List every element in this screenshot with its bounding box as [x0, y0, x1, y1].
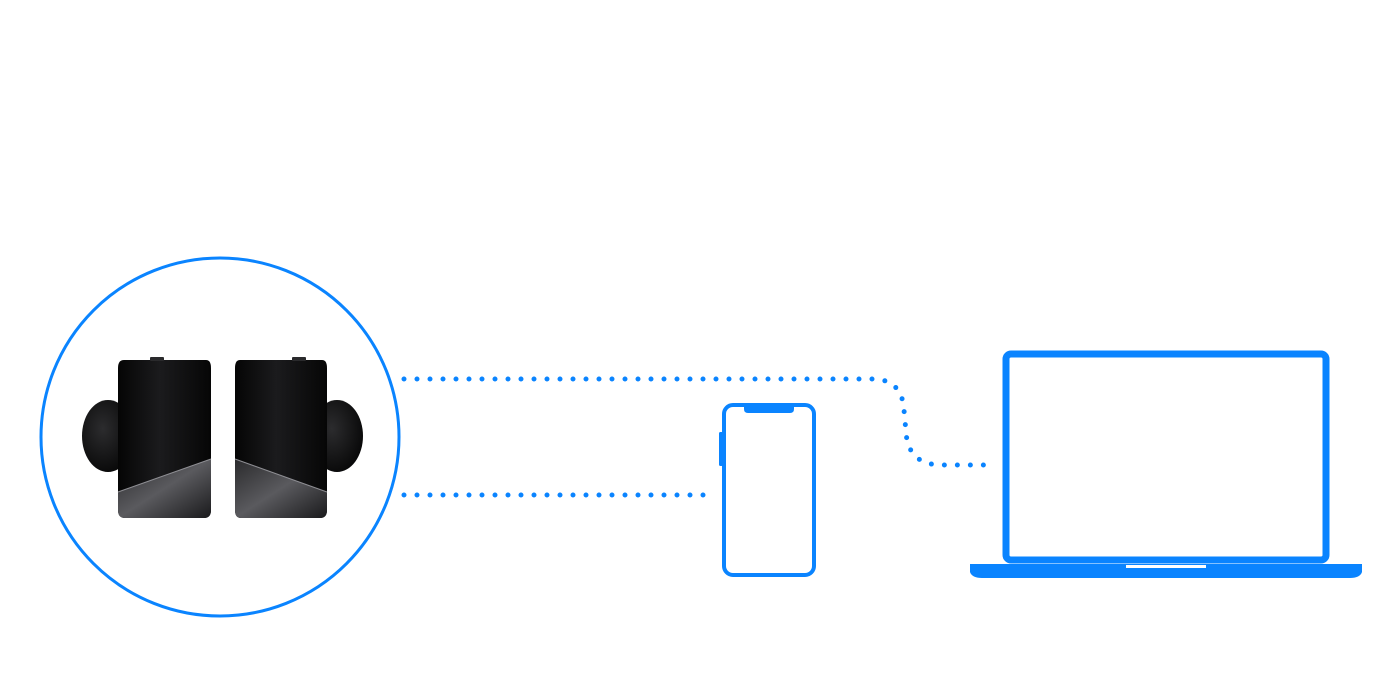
laptop-base: [970, 564, 1362, 578]
earbuds-node: [39, 256, 401, 618]
right-earbud-base: [235, 459, 327, 518]
left-earbud-base: [118, 459, 211, 518]
laptop-icon: [970, 350, 1362, 578]
phone-frame: [722, 403, 816, 577]
earbuds-circle: [39, 256, 401, 618]
phone-node: [719, 403, 816, 577]
phone-side-button: [719, 432, 723, 466]
laptop-screen: [1002, 350, 1330, 564]
laptop-node: [970, 350, 1362, 578]
connection-earbuds-laptop: [401, 376, 995, 468]
earbuds-icon: [82, 357, 363, 518]
laptop-trackpad-notch: [1126, 565, 1206, 568]
phone-notch: [744, 405, 794, 413]
smartphone-icon: [719, 403, 816, 577]
